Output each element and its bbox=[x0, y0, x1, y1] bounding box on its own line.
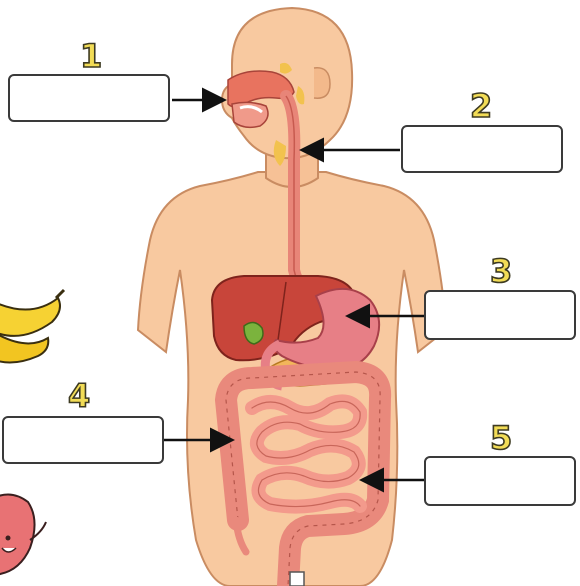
label-box-5[interactable] bbox=[424, 456, 576, 506]
label-box-4[interactable] bbox=[2, 416, 164, 464]
label-number-1: 1 bbox=[80, 40, 102, 72]
label-number-5: 5 bbox=[490, 422, 512, 454]
label-number-2: 2 bbox=[470, 90, 492, 122]
label-box-2[interactable] bbox=[401, 125, 563, 173]
label-box-1[interactable] bbox=[8, 74, 170, 122]
banana-icon bbox=[0, 290, 64, 363]
label-number-4: 4 bbox=[68, 380, 90, 412]
label-box-3[interactable] bbox=[424, 290, 576, 340]
label-number-3: 3 bbox=[490, 255, 512, 287]
apple-icon bbox=[0, 494, 46, 575]
